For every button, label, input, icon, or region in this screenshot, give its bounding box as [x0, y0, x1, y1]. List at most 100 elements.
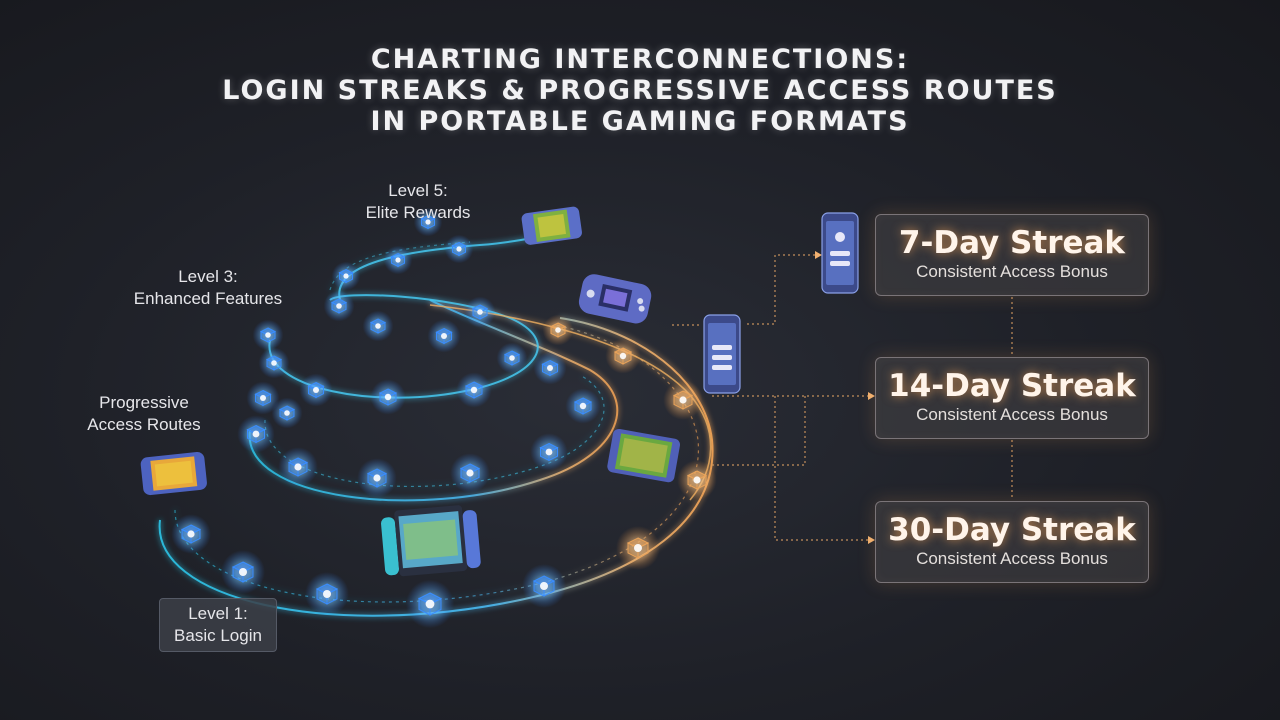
cube-core	[239, 568, 247, 576]
streak-14-subtitle: Consistent Access Bonus	[916, 405, 1108, 424]
level1-desc: Basic Login	[174, 626, 262, 645]
trail-top	[338, 235, 546, 301]
cube-node-icon	[542, 314, 574, 346]
cube-node-icon	[565, 388, 601, 424]
cube-node-icon	[427, 319, 461, 353]
level3-title: Level 3:	[178, 267, 238, 286]
cube-node-icon	[278, 447, 318, 487]
arrow-to-7	[815, 251, 822, 259]
handheld-console-icon	[521, 206, 582, 245]
cube-core	[187, 530, 195, 538]
cube-core	[271, 360, 277, 366]
cube-node-icon	[221, 550, 265, 594]
cube-node-icon	[677, 460, 717, 500]
routes-line-2: Access Routes	[87, 415, 201, 434]
cube-node-icon	[663, 380, 703, 420]
cube-node-icon	[331, 261, 361, 291]
streak-30-box: 30-Day Streak Consistent Access Bonus	[875, 501, 1149, 583]
cube-core	[425, 219, 431, 225]
cube-node-icon	[450, 453, 490, 493]
level5-title: Level 5:	[388, 181, 448, 200]
cube-core	[679, 396, 687, 404]
cube-node-icon	[271, 397, 303, 429]
level1-title: Level 1:	[188, 604, 248, 623]
cube-core	[294, 463, 302, 471]
cube-node-icon	[237, 415, 275, 453]
streak-30-subtitle: Consistent Access Bonus	[916, 549, 1108, 568]
connector-to-30	[774, 396, 868, 541]
cube-core	[373, 474, 381, 482]
cube-core	[441, 333, 447, 339]
cube-core	[323, 590, 331, 598]
cube-node-icon	[530, 433, 568, 471]
cube-core	[509, 355, 515, 361]
cube-node-icon	[533, 351, 567, 385]
cube-core	[477, 309, 483, 315]
title-line-3: IN PORTABLE GAMING FORMATS	[370, 106, 910, 137]
connector-branch	[712, 396, 806, 466]
cube-node-icon	[252, 319, 284, 351]
cube-core	[634, 544, 642, 552]
cube-node-icon	[246, 381, 280, 415]
cube-core	[265, 332, 271, 338]
cube-core	[313, 387, 319, 393]
cube-core	[470, 386, 478, 394]
cube-node-icon	[405, 579, 455, 629]
cube-core	[579, 402, 587, 410]
cube-node-icon	[605, 338, 641, 374]
level5-label: Level 5: Elite Rewards	[348, 180, 488, 224]
cube-node-icon	[616, 526, 660, 570]
trail-outer	[158, 317, 714, 617]
cube-nodes	[171, 207, 717, 629]
cube-node-icon	[383, 245, 413, 275]
title-line-2: LOGIN STREAKS & PROGRESSIVE ACCESS ROUTE…	[222, 75, 1058, 106]
trail-middle	[248, 299, 619, 502]
cube-node-icon	[444, 234, 474, 264]
cube-core	[555, 327, 561, 333]
cube-core	[466, 469, 474, 477]
cube-node-icon	[171, 514, 211, 554]
cube-core	[260, 395, 266, 401]
cube-core	[456, 246, 462, 252]
cube-node-icon	[370, 379, 406, 415]
cube-core	[547, 365, 553, 371]
cube-node-icon	[362, 310, 394, 342]
cube-node-icon	[464, 296, 496, 328]
arrow-to-14	[868, 392, 875, 400]
cube-core	[425, 599, 435, 609]
cube-core	[384, 393, 392, 401]
cube-node-icon	[323, 290, 355, 322]
handheld-console-icon	[578, 274, 652, 324]
cube-core	[343, 273, 349, 279]
connector-lines	[672, 254, 1013, 541]
cube-core	[540, 582, 548, 590]
connector-top	[747, 254, 815, 325]
cube-core	[619, 352, 627, 360]
cube-node-icon	[305, 572, 349, 616]
trail-gold-inner	[429, 304, 712, 501]
arrow-to-30	[868, 536, 875, 544]
title-line-1: CHARTING INTERCONNECTIONS:	[370, 44, 910, 75]
smartphone-icon	[703, 314, 741, 394]
cube-core	[284, 410, 290, 416]
cube-core	[252, 430, 260, 438]
cube-node-icon	[357, 458, 397, 498]
handheld-console-icon	[607, 428, 681, 483]
connector-arrows	[815, 251, 875, 544]
cube-core	[545, 448, 553, 456]
routes-label: Progressive Access Routes	[70, 392, 218, 436]
level1-label: Level 1: Basic Login	[159, 598, 277, 652]
smartphone-icon	[821, 212, 859, 294]
cube-node-icon	[413, 207, 443, 237]
cube-core	[395, 257, 401, 263]
cube-core	[693, 476, 701, 484]
streak-7-subtitle: Consistent Access Bonus	[916, 262, 1108, 281]
streak-7-title: 7-Day Streak	[898, 225, 1126, 261]
streak-14-title: 14-Day Streak	[888, 368, 1136, 404]
cube-node-icon	[258, 347, 290, 379]
level3-label: Level 3: Enhanced Features	[118, 266, 298, 310]
streak-14-box: 14-Day Streak Consistent Access Bonus	[875, 357, 1149, 439]
cube-core	[375, 323, 381, 329]
level5-desc: Elite Rewards	[365, 203, 471, 222]
